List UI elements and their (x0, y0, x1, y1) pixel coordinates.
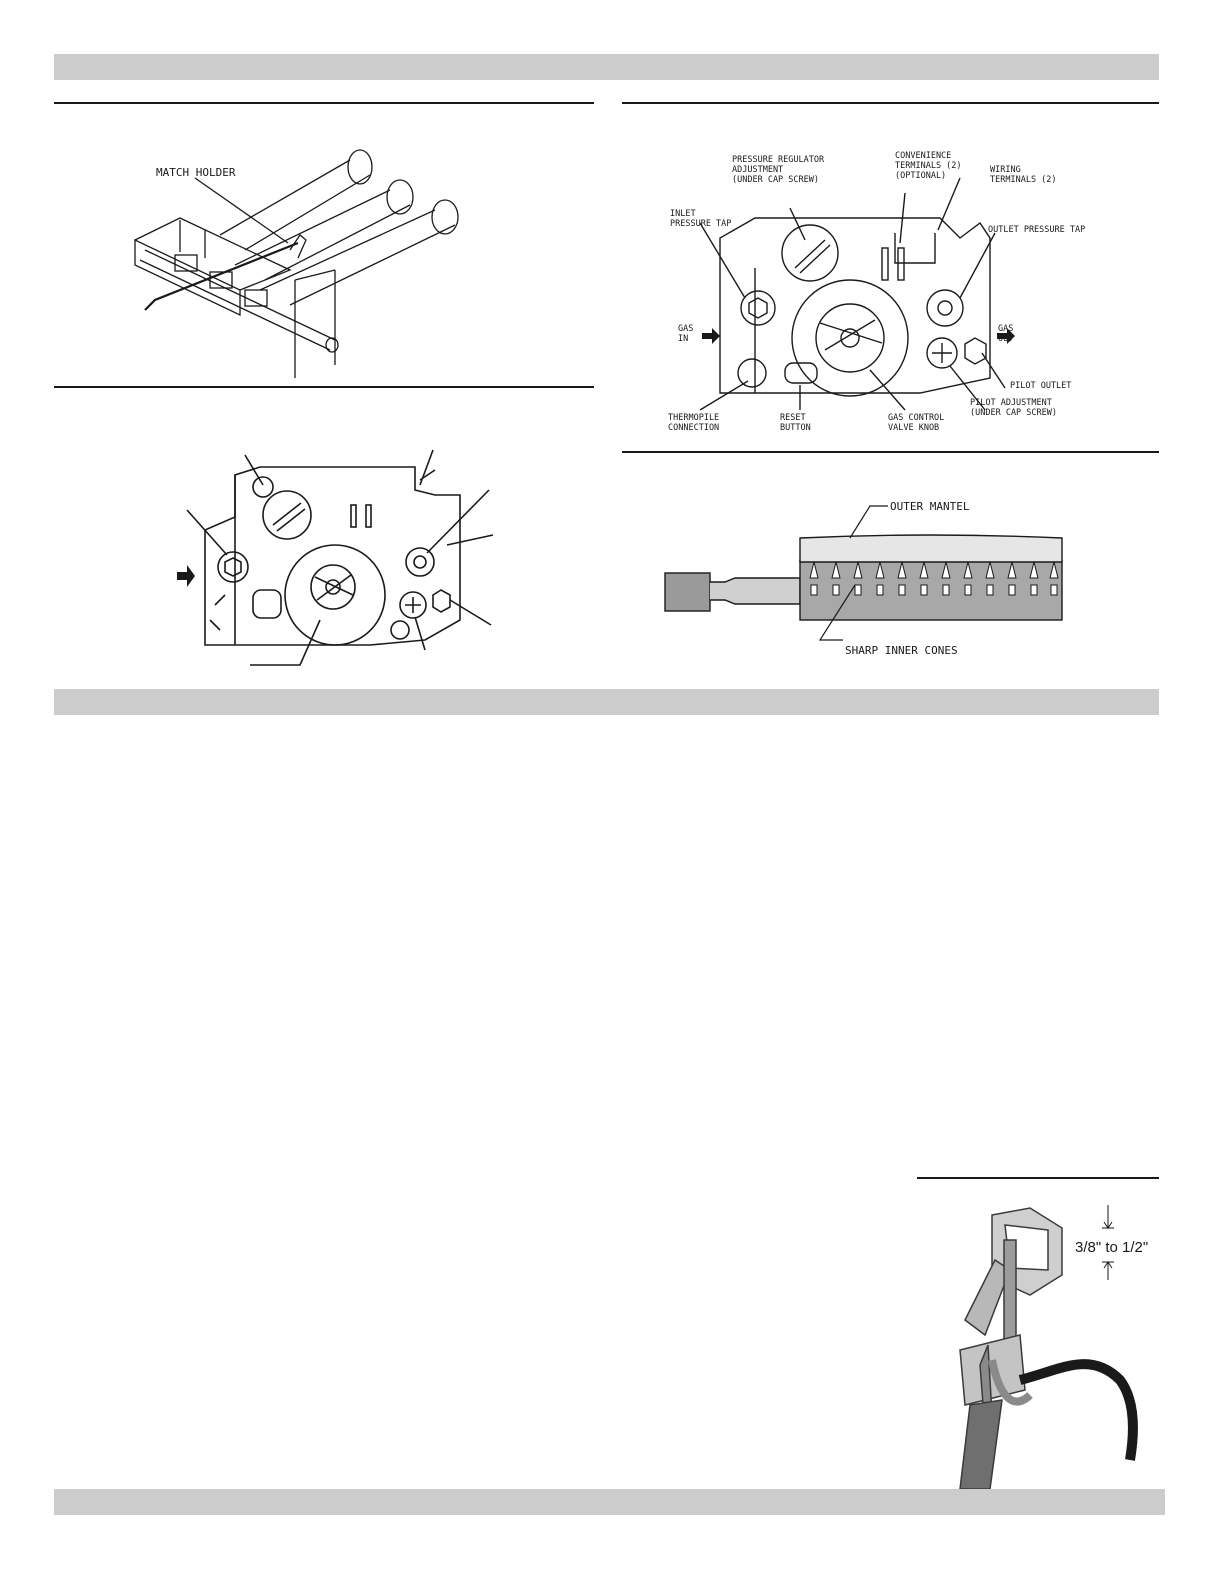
figure-rule-valve-labeled (622, 102, 1159, 104)
figure-gas-valve-unlabeled (165, 445, 510, 675)
figure-pilot-assembly: 3/8" to 1/2" (930, 1200, 1160, 1489)
figure-rule-burner (54, 102, 594, 104)
outer-mantel-label: OUTER MANTEL (890, 500, 970, 513)
figure-rule-valve-unlabeled (54, 386, 594, 388)
pilot-adjustment-label: PILOT ADJUSTMENT(UNDER CAP SCREW) (970, 398, 1057, 418)
figure-burner-match-holder: MATCH HOLDER (120, 140, 460, 385)
section-header-bar-bottom (54, 1489, 1165, 1515)
figure-rule-pilot (917, 1177, 1159, 1179)
outlet-pressure-tap-label: OUTLET PRESSURE TAP (988, 225, 1085, 235)
pilot-outlet-label: PILOT OUTLET (1010, 381, 1071, 391)
pilot-gap-label: 3/8" to 1/2" (1075, 1239, 1148, 1256)
section-header-bar-middle (54, 689, 1159, 715)
figure-flame-pattern: OUTER MANTEL SHARP INNER CONES (660, 490, 1080, 665)
sharp-inner-cones-label: SHARP INNER CONES (845, 644, 958, 657)
match-holder-label: MATCH HOLDER (156, 166, 236, 179)
section-header-bar-top (54, 54, 1159, 80)
figure-rule-flame (622, 451, 1159, 453)
